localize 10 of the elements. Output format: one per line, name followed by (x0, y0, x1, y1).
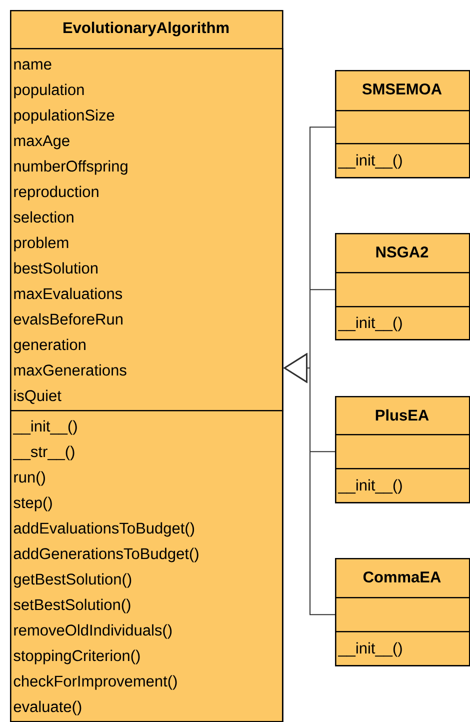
attribute-compartment: name population populationSize maxAge numberOffspring reproduction selection problem bestSolution maxEvaluations evalsBeforeRun generation maxGenerations isQuiet (10, 48, 284, 412)
empty-compartment (335, 434, 470, 470)
method-compartment: __init__() __str__() run() step() addEvaluationsToBudget() addGenerationsToBudget() getBestSolution() setBestSolution() removeOldIndividuals() stoppingCriterion() checkForImprovement() evaluate() (10, 410, 284, 722)
empty-compartment (335, 272, 470, 308)
method-compartment: __init__() (335, 631, 470, 666)
method-compartment: __init__() (335, 143, 470, 178)
empty-compartment (335, 597, 470, 632)
method-compartment: __init__() (335, 468, 470, 504)
empty-compartment (335, 110, 470, 144)
method-compartment: __init__() (335, 306, 470, 340)
